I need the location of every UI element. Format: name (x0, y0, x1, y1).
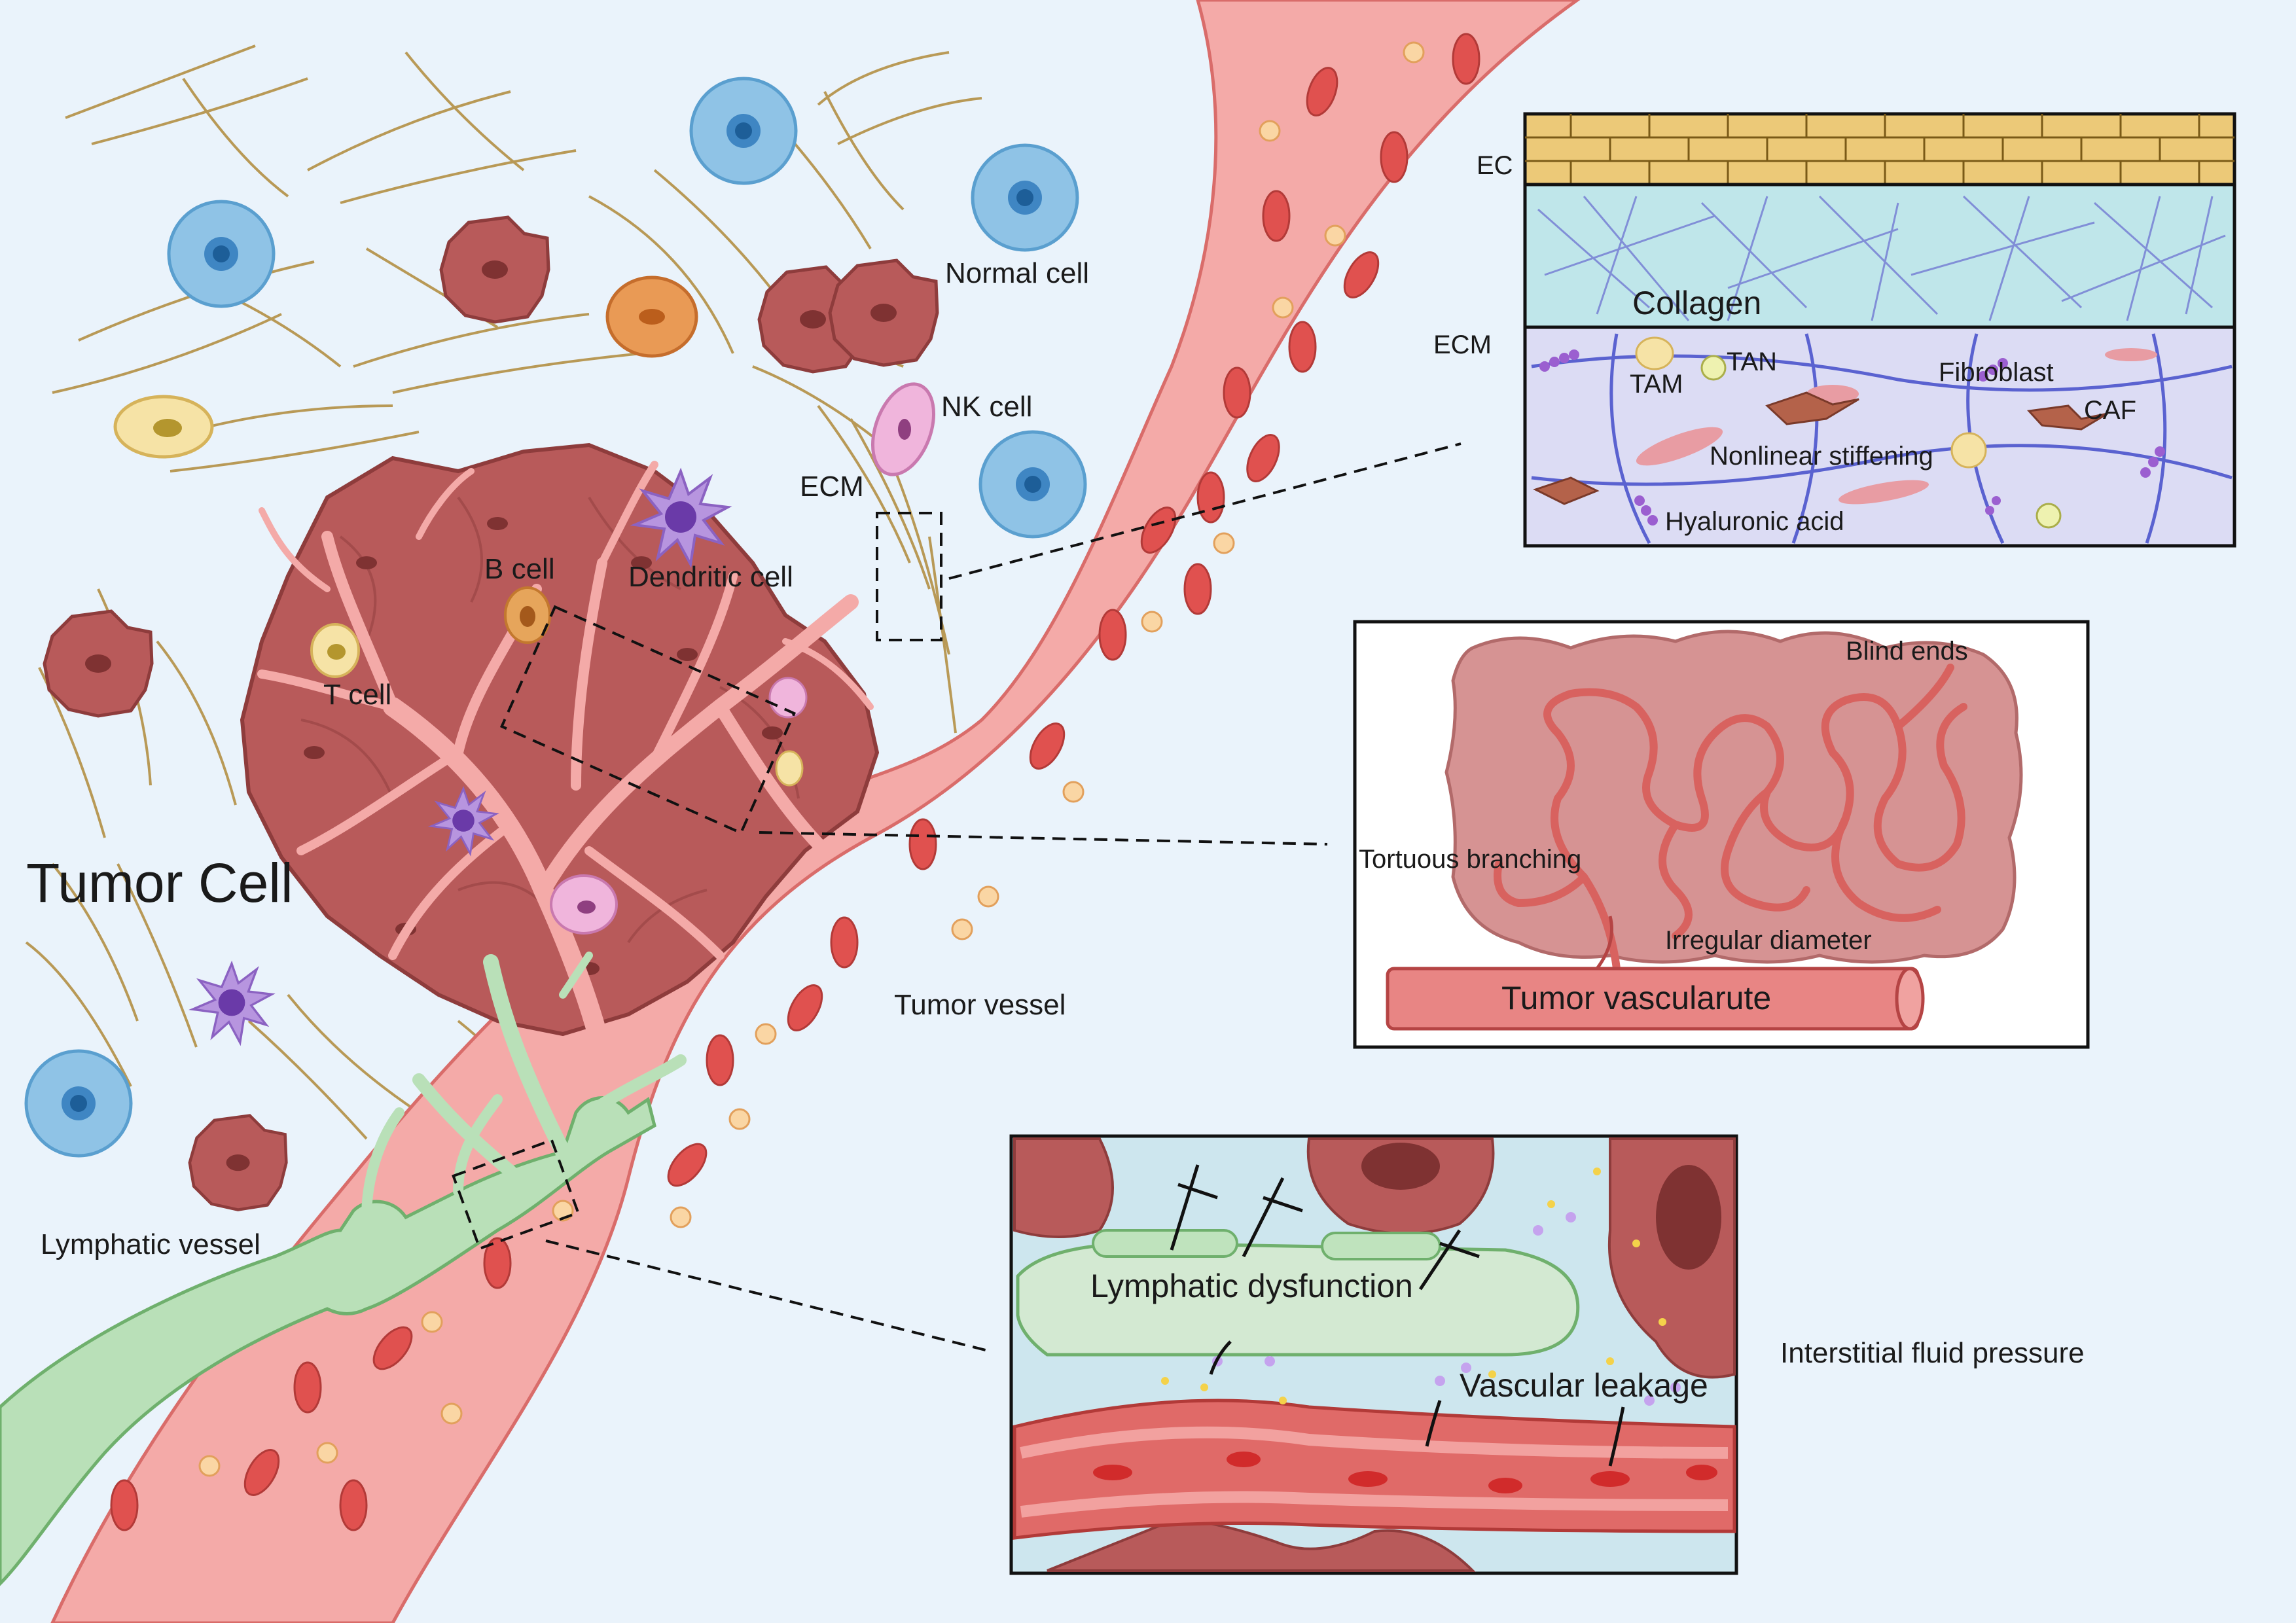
label-tortuous-branching: Tortuous branching (1359, 845, 1581, 874)
label-tan: TAN (1727, 348, 1777, 376)
label-lymphatic-dysfunction: Lymphatic dysfunction (1090, 1268, 1413, 1304)
label-collagen: Collagen (1632, 285, 1761, 321)
diagram-labels: Tumor Cell Normal cell NK cell ECM B cel… (26, 151, 2136, 1404)
label-ecm-panel: ECM (1433, 330, 1492, 359)
tumor-mass (240, 442, 880, 1037)
label-tumor-vasculature: Tumor vascularute (1501, 980, 1771, 1016)
label-tumor-cell: Tumor Cell (26, 852, 293, 914)
label-normal-cell: Normal cell (945, 257, 1089, 289)
label-vascular-leakage: Vascular leakage (1460, 1367, 1708, 1404)
label-ec: EC (1477, 151, 1513, 180)
tumor-vascular-branches (257, 461, 874, 1122)
label-b-cell: B cell (484, 553, 555, 585)
label-interstitial-fluid-pressure: Interstitial fluid pressure (1780, 1337, 2085, 1369)
label-nonlinear-stiffening: Nonlinear stiffening (1710, 442, 1933, 471)
tumor-vasculature-panel (1353, 620, 2090, 1049)
label-nk-cell: NK cell (941, 391, 1032, 423)
label-blind-ends: Blind ends (1846, 637, 1968, 666)
label-hyaluronic-acid: Hyaluronic acid (1665, 507, 1844, 536)
label-tumor-vessel: Tumor vessel (894, 989, 1066, 1021)
label-tam: TAM (1630, 370, 1683, 399)
label-dendritic-cell: Dendritic cell (628, 561, 793, 593)
label-caf: CAF (2084, 396, 2136, 425)
zoom-indicators (452, 442, 1462, 1352)
ecm-panel (1523, 112, 2236, 548)
label-irregular-diameter: Irregular diameter (1665, 926, 1872, 955)
fluid-pressure-panel (1009, 1134, 1738, 1575)
label-fibroblast: Fibroblast (1939, 358, 2054, 387)
ecm-fibers (25, 45, 982, 1140)
label-ecm: ECM (800, 471, 864, 503)
label-lymphatic-vessel: Lymphatic vessel (41, 1228, 260, 1260)
label-t-cell: T cell (323, 679, 391, 711)
